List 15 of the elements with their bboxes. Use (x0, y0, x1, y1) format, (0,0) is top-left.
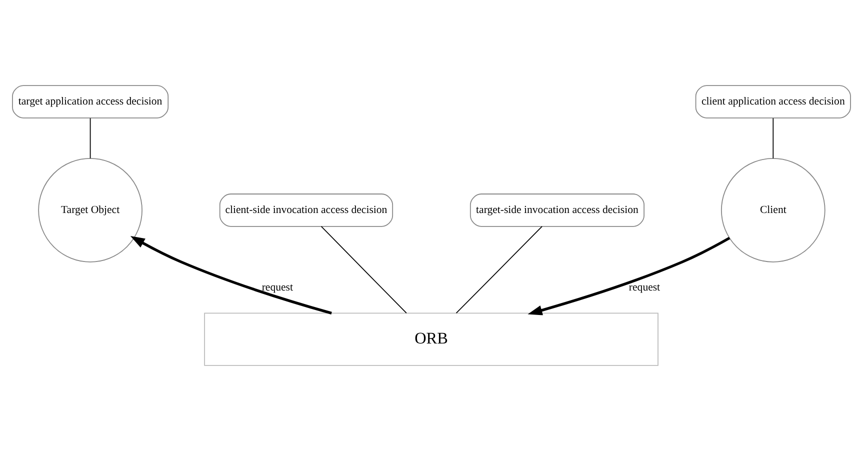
connector (456, 226, 542, 314)
connector (90, 118, 91, 159)
node-circle: Target Object (38, 158, 142, 262)
arrow (130, 236, 332, 314)
node-box: target application access decision (12, 85, 169, 118)
edge-label: request (628, 281, 660, 294)
node-box: target-side invocation access decision (470, 194, 644, 227)
node-box: client-side invocation access decision (219, 194, 394, 227)
edge-label: request (262, 281, 293, 294)
node-circle: Client (720, 158, 826, 262)
connector (772, 118, 774, 159)
node-box: ORB (204, 312, 658, 366)
arrow (528, 236, 730, 316)
node-box: client application access decision (695, 85, 851, 118)
connector (320, 226, 407, 314)
